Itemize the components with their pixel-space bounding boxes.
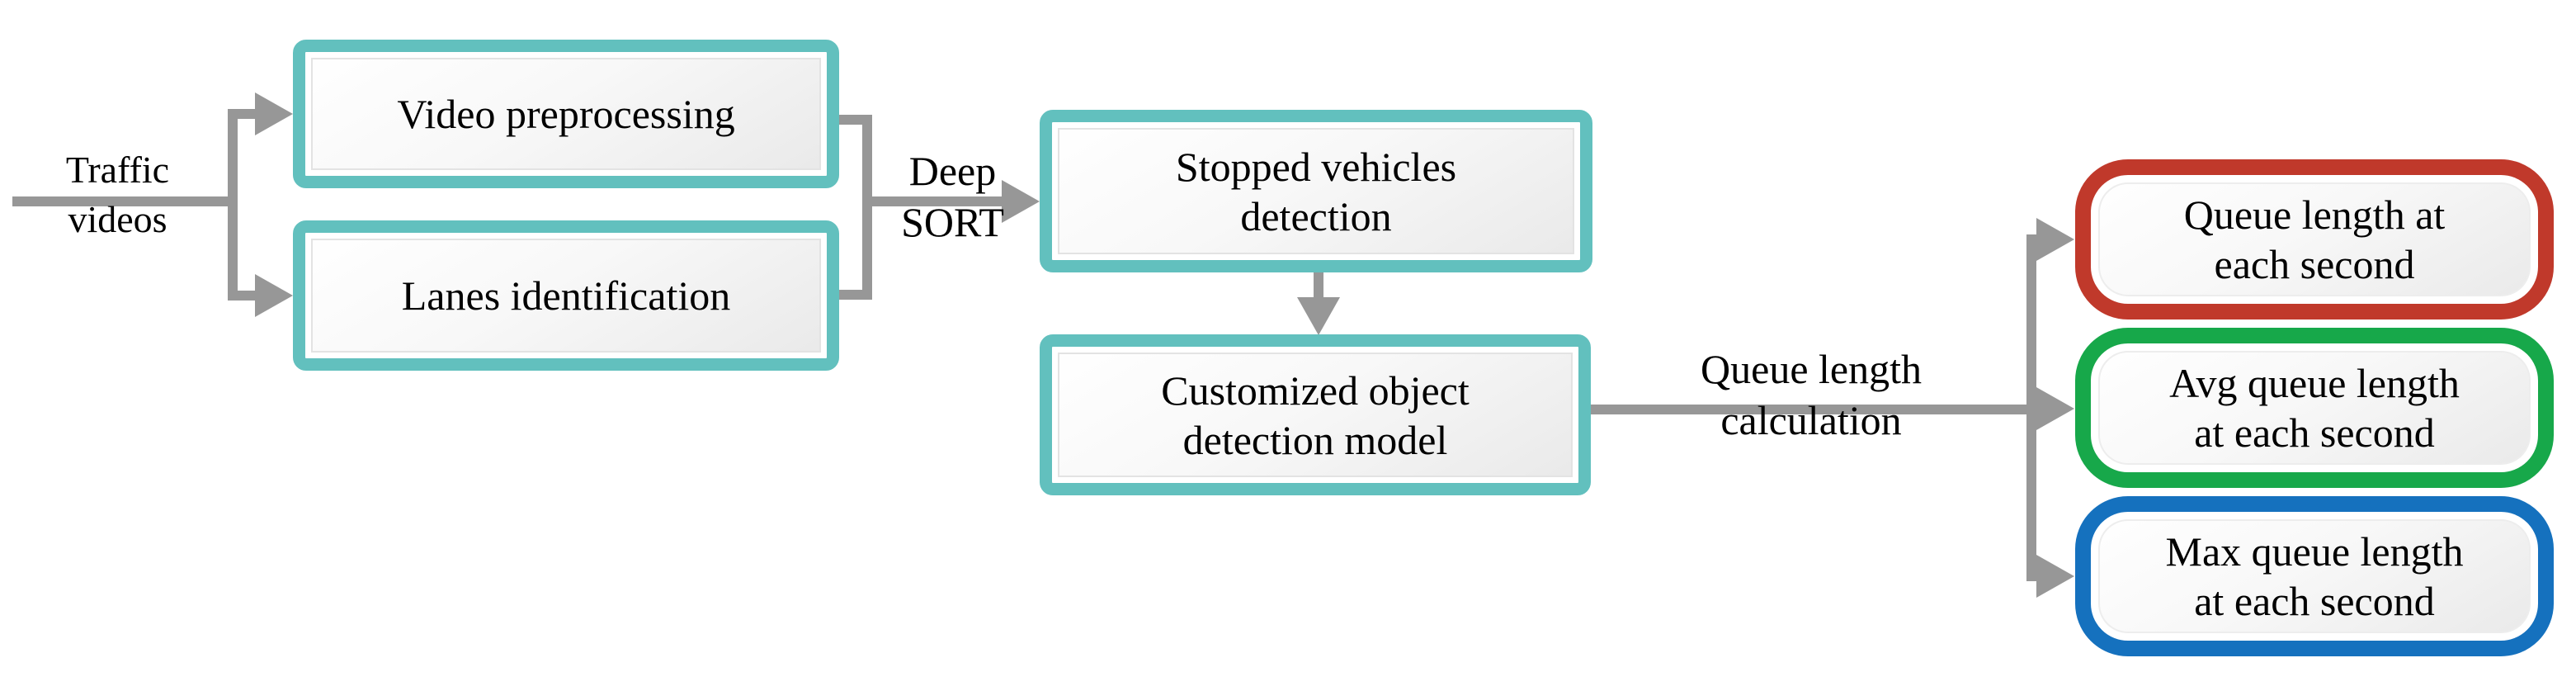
arrowhead-to-queue-length <box>2036 218 2074 261</box>
arrowhead-to-avg-queue <box>2036 387 2074 430</box>
arrowhead-to-custom-model <box>1297 297 1340 335</box>
node-lanes-identification: Lanes identification <box>293 220 839 371</box>
node-stopped-vehicles-detection: Stopped vehicles detection <box>1040 110 1592 272</box>
connector-deep-sort-line <box>862 196 1004 206</box>
output-max-queue-length-each-second: Max queue length at each second <box>2075 496 2554 656</box>
node-customized-object-detection-model-label: Customized object detection model <box>1161 367 1470 463</box>
output-avg-queue-length-each-second: Avg queue length at each second <box>2075 328 2554 488</box>
connector-source-main <box>12 196 234 206</box>
node-video-preprocessing-label: Video preprocessing <box>397 91 735 137</box>
label-traffic-videos: Traffic videos <box>65 149 170 240</box>
node-video-preprocessing: Video preprocessing <box>293 40 839 188</box>
output-queue-length-each-second: Queue length at each second <box>2075 159 2554 319</box>
connector-source-top-stub <box>228 109 257 119</box>
arrowhead-to-video-preprocessing <box>255 92 293 135</box>
node-lanes-identification-label: Lanes identification <box>401 272 731 319</box>
arrowhead-to-lanes-identification <box>255 274 293 317</box>
connector-queue-calc-line <box>1591 405 2036 414</box>
connector-source-vertical <box>228 109 238 301</box>
node-stopped-vehicles-detection-label: Stopped vehicles detection <box>1175 143 1457 239</box>
connector-outputs-vertical <box>2026 234 2036 581</box>
connector-detection-vertical <box>1314 271 1323 301</box>
arrowhead-to-max-queue <box>2036 555 2074 598</box>
arrowhead-to-stopped-vehicles <box>1002 180 1040 223</box>
output-max-queue-length-each-second-label: Max queue length at each second <box>2165 528 2464 624</box>
output-queue-length-each-second-label: Queue length at each second <box>2183 192 2446 287</box>
node-customized-object-detection-model: Customized object detection model <box>1040 334 1591 495</box>
label-deep-sort: Deep SORT <box>901 148 1004 245</box>
connector-source-bottom-stub <box>228 291 257 301</box>
output-avg-queue-length-each-second-label: Avg queue length at each second <box>2169 360 2460 456</box>
connector-bracket-vertical <box>862 115 872 300</box>
label-queue-length-calculation: Queue length calculation <box>1701 346 1922 443</box>
